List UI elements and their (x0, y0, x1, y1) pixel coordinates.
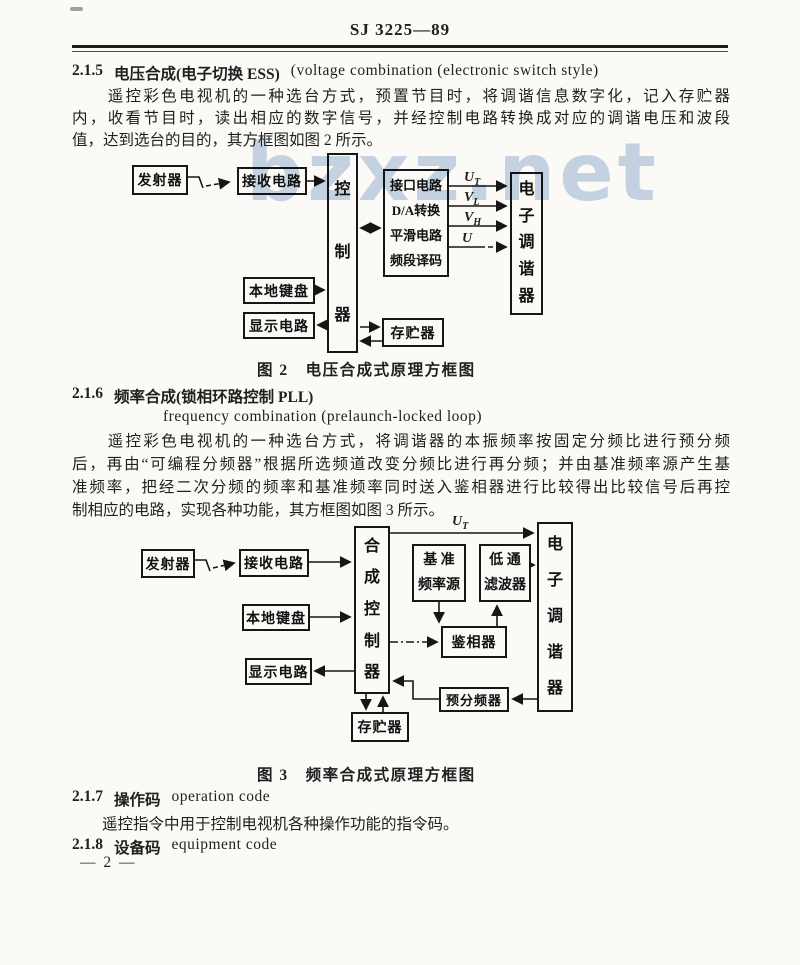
fig3-box-tuner: 电子调谐器 (537, 522, 573, 712)
fig2-box-keyboard: 本地键盘 (243, 277, 315, 304)
fig2-signal-ut: UT (464, 170, 481, 188)
figure-3-caption: 图 3 频率合成式原理方框图 (257, 767, 476, 784)
fig3-lpf-line: 低 通 (489, 552, 521, 568)
fig3-box-phase-detector: 鉴相器 (441, 626, 507, 658)
paragraph-line: 遥控彩色电视机的一种选台方式，将调谐器的本振频率按固定分频比进行预分频 (72, 433, 730, 450)
fig2-box-tuner: 电子调谐器 (510, 172, 543, 315)
section-2-1-8-heading: 2.1.8 设备码 equipment code (72, 836, 277, 858)
page-number: — 2 — (80, 854, 137, 871)
paragraph-line: 遥控彩色电视机的一种选台方式，预置节目时，将调谐信息数字化，记入存贮器 (72, 88, 730, 105)
fig3-box-transmitter: 发射器 (141, 549, 195, 578)
figure-2-wires (188, 175, 508, 347)
section-title-en: (voltage combination (electronic switch … (290, 62, 599, 79)
section-2-1-7-paragraph: 遥控指令中用于控制电视机各种操作功能的指令码。 (102, 816, 459, 833)
header-rule (72, 45, 728, 52)
fig3-ref-line: 频率源 (418, 577, 460, 593)
fig3-box-receiver: 接收电路 (239, 549, 309, 577)
fig3-box-memory: 存贮器 (351, 712, 409, 742)
figure-3-wires (195, 527, 537, 712)
paragraph-line: 制相应的电路，实现各种功能，其方框图如图 3 所示。 (72, 502, 445, 519)
fig2-box-transmitter: 发射器 (132, 165, 188, 195)
paragraph-line: 值，达到选台的目的，其方框图如图 2 所示。 (72, 132, 383, 149)
fig3-lpf-line: 滤波器 (484, 577, 526, 593)
fig2-box-interface-circuit: 接口电路 D/A转换 平滑电路 频段译码 (383, 169, 449, 277)
fig2-signal-vl: VL (464, 190, 480, 208)
fig3-box-lowpass-filter: 低 通 滤波器 (479, 544, 531, 602)
figure-2-caption: 图 2 电压合成式原理方框图 (257, 362, 476, 379)
section-2-1-5-paragraph: 遥控彩色电视机的一种选台方式，预置节目时，将调谐信息数字化，记入存贮器 内，收看… (72, 86, 730, 152)
paragraph-line: 内，收看节目时，读出相应的数字信号，并经控制电路转换成对应的调谐电压和波段 (72, 110, 730, 127)
paragraph-line: 后，再由“可编程分频器”根据所选频道改变分频比进行再分频；并由基准频率源产生基 (72, 456, 730, 473)
fig2-box-display: 显示电路 (243, 312, 315, 339)
section-2-1-5-heading: 2.1.5 电压合成(电子切换 ESS) (voltage combinatio… (72, 62, 599, 84)
fig2-interface-line: D/A转换 (391, 203, 441, 218)
fig3-box-synth-controller: 合成控制器 (354, 526, 390, 694)
section-2-1-6-paragraph: 遥控彩色电视机的一种选台方式，将调谐器的本振频率按固定分频比进行预分频 后，再由… (72, 430, 730, 522)
section-number: 2.1.7 (72, 788, 103, 805)
section-title-en: equipment code (171, 836, 278, 853)
section-number: 2.1.5 (72, 62, 103, 79)
section-number: 2.1.6 (72, 385, 103, 402)
fig2-box-controller: 控制器 (327, 153, 358, 353)
fig2-interface-line: 频段译码 (389, 253, 442, 268)
section-number: 2.1.8 (72, 836, 103, 853)
section-2-1-7-heading: 2.1.7 操作码 operation code (72, 788, 270, 810)
section-title-zh: 操作码 (114, 792, 161, 809)
section-title-zh: 设备码 (114, 840, 161, 857)
fig3-box-prescaler: 预分频器 (439, 687, 509, 712)
fig3-ref-line: 基 准 (423, 552, 455, 568)
section-title-en: frequency combination (prelaunch-locked … (163, 408, 483, 425)
section-title-zh: 频率合成(锁相环路控制 PLL) (114, 389, 314, 406)
fig2-box-receiver: 接收电路 (237, 167, 307, 195)
standard-number: SJ 3225—89 (349, 20, 451, 39)
section-title-en: operation code (171, 788, 271, 805)
fig2-signal-u: U (462, 231, 473, 246)
fig3-box-keyboard: 本地键盘 (242, 604, 310, 631)
section-title-zh: 电压合成(电子切换 ESS) (114, 66, 280, 83)
fig3-box-reference-source: 基 准 频率源 (412, 544, 466, 602)
scan-artifact (70, 7, 83, 11)
fig2-interface-line: 接口电路 (389, 178, 442, 193)
fig3-box-display: 显示电路 (245, 658, 312, 685)
fig3-signal-ut: UT (452, 514, 469, 532)
fig2-interface-line: 平滑电路 (389, 228, 442, 243)
paragraph-line: 准频率，把经二次分频的频率和基准频率同时送入鉴相器进行比较得出比较信号后再控 (72, 479, 730, 496)
section-2-1-6-heading: 2.1.6 频率合成(锁相环路控制 PLL) (72, 385, 313, 407)
fig2-signal-vh: VH (464, 210, 482, 228)
fig2-box-memory: 存贮器 (382, 318, 444, 347)
